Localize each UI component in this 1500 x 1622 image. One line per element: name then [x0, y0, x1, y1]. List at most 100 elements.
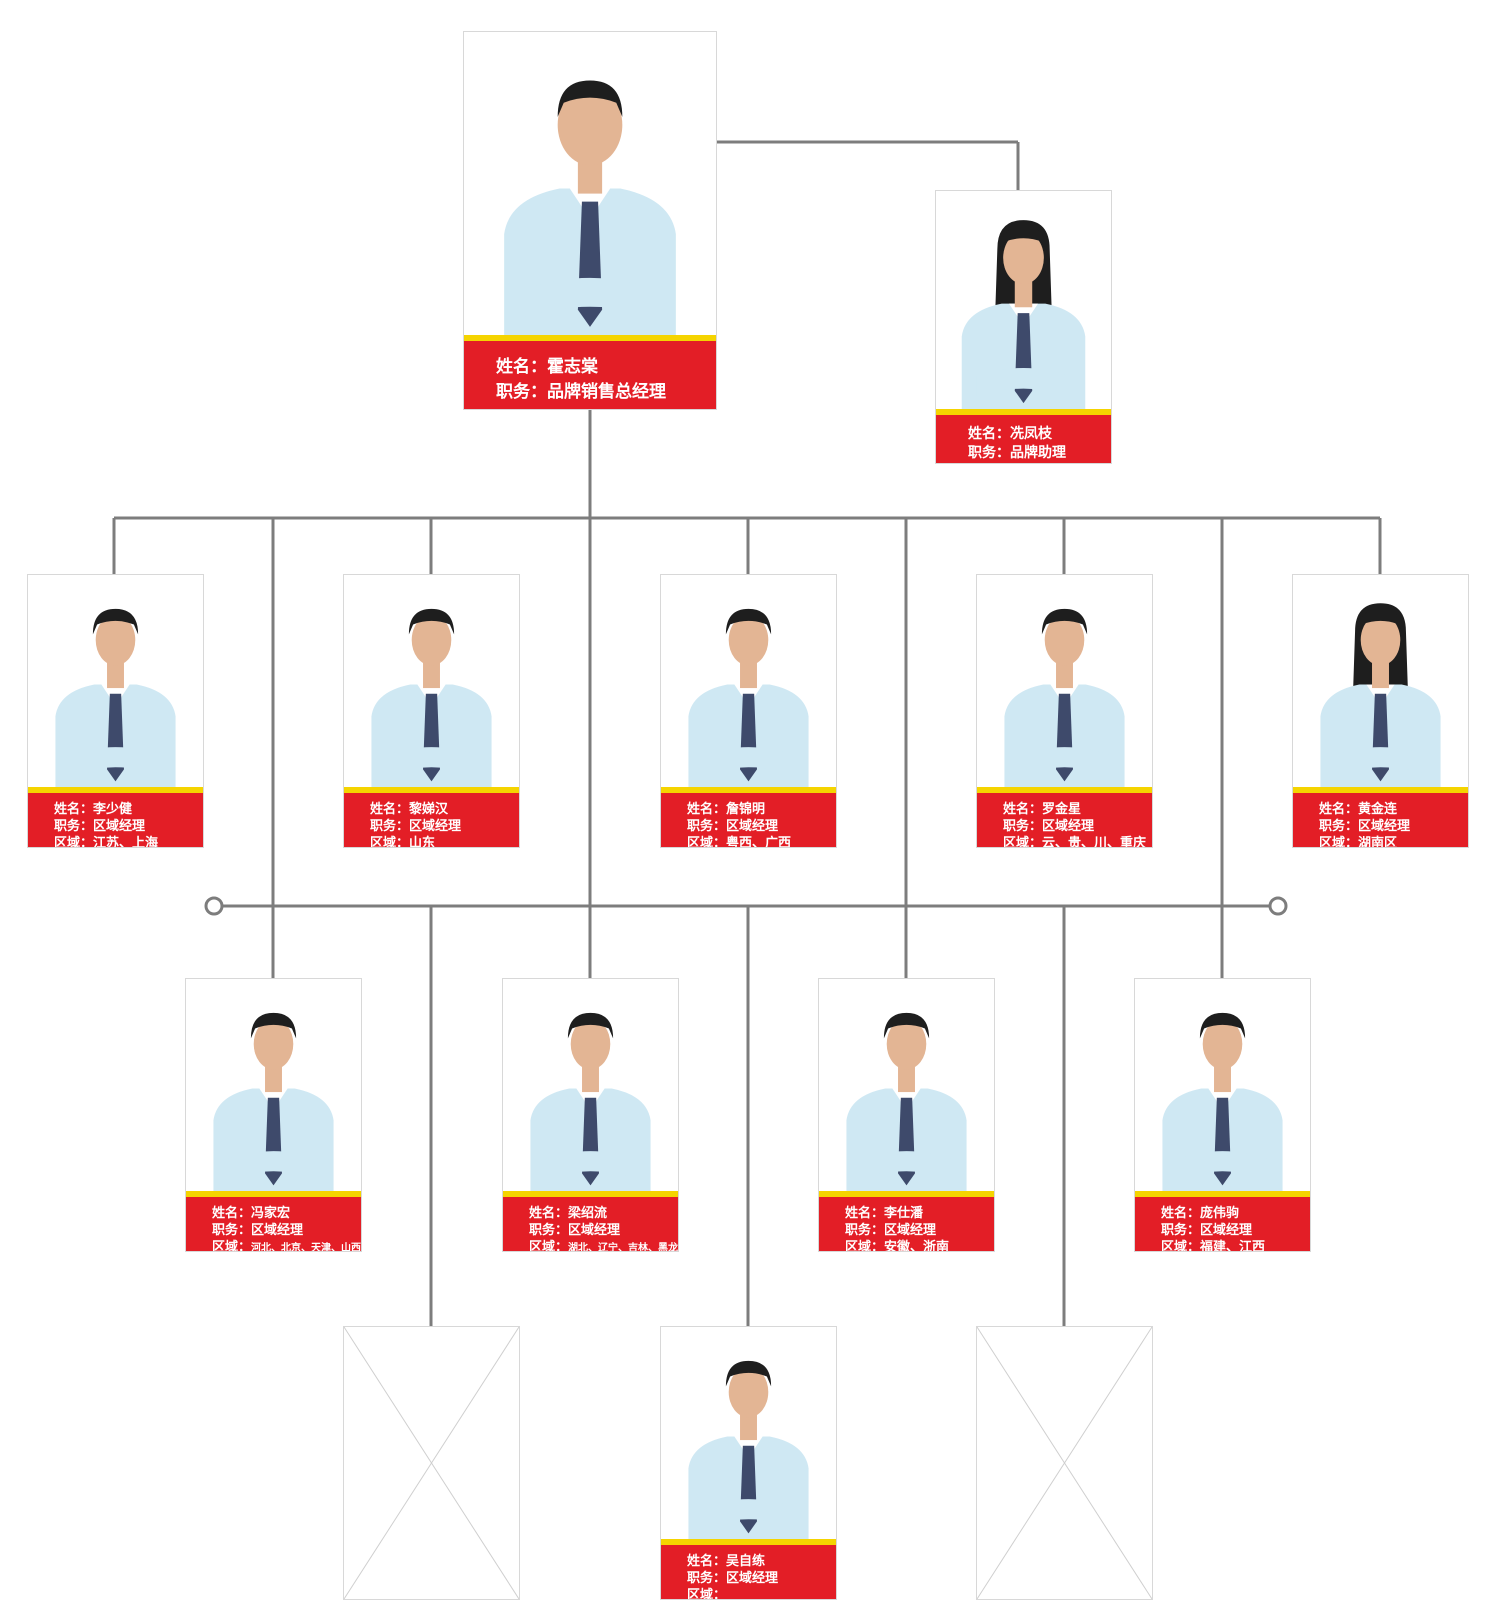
bus-end-right	[1268, 896, 1288, 916]
title-line: 职务：区域经理	[1003, 819, 1095, 834]
title-line: 职务：区域经理	[370, 819, 462, 834]
region-line: 区域：河北、北京、天津、山西	[212, 1240, 362, 1252]
person-region: 山东	[409, 836, 436, 848]
portrait-photo	[819, 979, 994, 1191]
title-line: 职务：区域经理	[687, 819, 779, 834]
name-line: 姓名：罗金星	[1003, 802, 1082, 817]
portrait-photo	[186, 979, 361, 1191]
person-name: 黎娣汉	[409, 802, 449, 817]
node-general-manager: 姓名：霍志棠 职务：品牌销售总经理	[463, 31, 717, 410]
portrait-photo	[503, 979, 678, 1191]
portrait-photo	[344, 575, 519, 787]
node-manager-8: 姓名：李仕潘 职务：区域经理 区域：安徽、浙南	[818, 978, 995, 1252]
title-line: 职务：区域经理	[687, 1571, 779, 1586]
person-title: 区域经理	[568, 1223, 621, 1238]
node-manager-3: 姓名：詹锦明 职务：区域经理 区域：粤西、广西	[660, 574, 837, 848]
title-line: 职务：品牌助理	[968, 445, 1066, 461]
person-title: 区域经理	[409, 819, 462, 834]
placeholder-card-left	[343, 1326, 520, 1600]
name-line: 姓名：黎娣汉	[370, 802, 449, 817]
person-title: 品牌销售总经理	[547, 382, 666, 402]
person-name: 黄金连	[1358, 802, 1398, 817]
portrait-photo	[977, 575, 1152, 787]
person-region: 河北、北京、天津、山西	[251, 1243, 362, 1252]
person-title: 区域经理	[1358, 819, 1411, 834]
person-region: 福建、江西	[1200, 1240, 1266, 1252]
person-name: 冯家宏	[251, 1206, 291, 1221]
node-manager-10: 姓名：吴自练 职务：区域经理 区域：	[660, 1326, 837, 1600]
region-line: 区域：江苏、上海	[54, 835, 203, 848]
portrait-photo	[661, 1327, 836, 1539]
portrait-photo	[28, 575, 203, 787]
placeholder-card-right	[976, 1326, 1153, 1600]
region-line: 区域：福建、江西	[1161, 1239, 1310, 1252]
person-name: 梁绍流	[568, 1206, 608, 1221]
person-name: 李少健	[93, 802, 133, 817]
portrait-photo	[1135, 979, 1310, 1191]
title-line: 职务：品牌销售总经理	[496, 382, 666, 402]
info-label: 姓名：霍志棠 职务：品牌销售总经理	[464, 335, 716, 409]
person-name: 庞伟驹	[1200, 1206, 1240, 1221]
person-title: 区域经理	[1042, 819, 1095, 834]
node-manager-2: 姓名：黎娣汉 职务：区域经理 区域：山东	[343, 574, 520, 848]
name-line: 姓名：梁绍流	[529, 1206, 608, 1221]
node-manager-7: 姓名：梁绍流 职务：区域经理 区域：湖北、辽宁、吉林、黑龙江	[502, 978, 679, 1252]
person-region: 云、贵、川、重庆	[1042, 836, 1147, 848]
region-line: 区域：山东	[370, 835, 519, 848]
title-line: 职务：区域经理	[845, 1223, 937, 1238]
info-label: 姓名：李少健 职务：区域经理 区域：江苏、上海	[28, 787, 203, 847]
node-manager-1: 姓名：李少健 职务：区域经理 区域：江苏、上海	[27, 574, 204, 848]
info-label: 姓名：梁绍流 职务：区域经理 区域：湖北、辽宁、吉林、黑龙江	[503, 1191, 678, 1251]
person-title: 区域经理	[726, 819, 779, 834]
empty-photo-icon	[977, 1327, 1152, 1599]
person-name: 冼凤枝	[1010, 426, 1052, 442]
info-label: 姓名：冯家宏 职务：区域经理 区域：河北、北京、天津、山西	[186, 1191, 361, 1251]
region-line: 区域：安徽、浙南	[845, 1239, 994, 1252]
info-label: 姓名：黎娣汉 职务：区域经理 区域：山东	[344, 787, 519, 847]
info-label: 姓名：李仕潘 职务：区域经理 区域：安徽、浙南	[819, 1191, 994, 1251]
info-label: 姓名：冼凤枝 职务：品牌助理	[936, 409, 1111, 463]
person-name: 李仕潘	[884, 1206, 924, 1221]
info-label: 姓名：詹锦明 职务：区域经理 区域：粤西、广西	[661, 787, 836, 847]
person-region: 安徽、浙南	[884, 1240, 950, 1252]
name-line: 姓名：吴自练	[687, 1554, 766, 1569]
person-title: 区域经理	[884, 1223, 937, 1238]
person-title: 品牌助理	[1010, 445, 1066, 461]
node-manager-5: 姓名：黄金连 职务：区域经理 区域：湖南区	[1292, 574, 1469, 848]
info-label: 姓名：罗金星 职务：区域经理 区域：云、贵、川、重庆	[977, 787, 1152, 847]
bus-end-left	[204, 896, 224, 916]
info-label: 姓名：吴自练 职务：区域经理 区域：	[661, 1539, 836, 1599]
name-line: 姓名：冼凤枝	[968, 426, 1052, 442]
person-title: 区域经理	[93, 819, 146, 834]
portrait-photo	[936, 191, 1111, 409]
person-region: 湖北、辽宁、吉林、黑龙江	[568, 1243, 679, 1252]
person-region: 江苏、上海	[93, 836, 159, 848]
region-line: 区域：	[687, 1588, 727, 1600]
person-name: 詹锦明	[726, 802, 766, 817]
title-line: 职务：区域经理	[1319, 819, 1411, 834]
name-line: 姓名：詹锦明	[687, 802, 766, 817]
name-line: 姓名：冯家宏	[212, 1206, 291, 1221]
name-line: 姓名：庞伟驹	[1161, 1206, 1240, 1221]
name-line: 姓名：李仕潘	[845, 1206, 924, 1221]
portrait-photo	[661, 575, 836, 787]
title-line: 职务：区域经理	[529, 1223, 621, 1238]
region-line: 区域：湖北、辽宁、吉林、黑龙江	[529, 1239, 679, 1252]
info-label: 姓名：黄金连 职务：区域经理 区域：湖南区	[1293, 787, 1468, 847]
person-title: 区域经理	[251, 1223, 304, 1238]
portrait-photo	[1293, 575, 1468, 787]
name-line: 姓名：霍志棠	[496, 357, 598, 377]
region-line: 区域：粤西、广西	[687, 835, 836, 848]
person-title: 区域经理	[726, 1571, 779, 1586]
node-manager-9: 姓名：庞伟驹 职务：区域经理 区域：福建、江西	[1134, 978, 1311, 1252]
title-line: 职务：区域经理	[212, 1223, 304, 1238]
person-name: 罗金星	[1042, 802, 1082, 817]
person-name: 吴自练	[726, 1554, 766, 1569]
title-line: 职务：区域经理	[1161, 1223, 1253, 1238]
region-line: 区域：云、贵、川、重庆	[1003, 835, 1152, 848]
node-assistant: 姓名：冼凤枝 职务：品牌助理	[935, 190, 1112, 464]
name-line: 姓名：黄金连	[1319, 802, 1398, 817]
person-region: 粤西、广西	[726, 836, 792, 848]
person-title: 区域经理	[1200, 1223, 1253, 1238]
